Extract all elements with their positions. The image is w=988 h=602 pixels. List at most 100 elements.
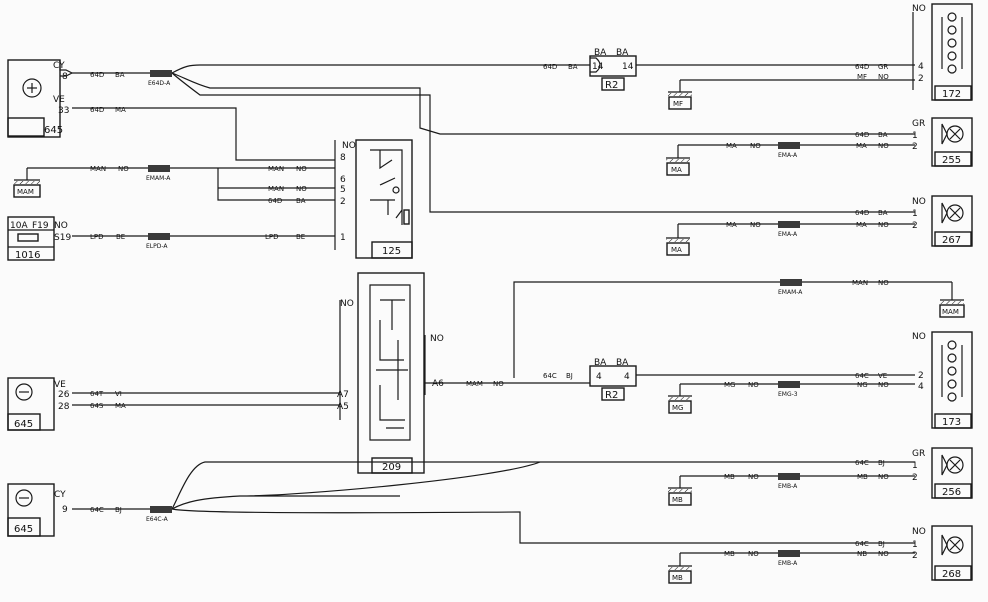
svg-text:MA: MA xyxy=(115,106,126,114)
svg-text:NO: NO xyxy=(878,73,889,81)
component-209: NO NO A7 A5 A6 209 xyxy=(337,272,444,474)
component-645-top: CY 8 VE 33 645 xyxy=(7,59,74,138)
svg-text:NO: NO xyxy=(748,550,759,558)
component-645-bottom: CY 9 645 xyxy=(7,483,68,537)
svg-text:MAM: MAM xyxy=(466,380,483,388)
svg-text:BA: BA xyxy=(594,358,607,368)
svg-text:64C: 64C xyxy=(90,506,104,514)
svg-text:BA: BA xyxy=(616,358,629,368)
svg-text:NO: NO xyxy=(748,381,759,389)
component-fuse-1016: 10A F19 NO S19 1016 xyxy=(7,216,71,261)
svg-text:MA: MA xyxy=(671,246,682,254)
connector-emb-a-2: EMB-A xyxy=(778,550,800,567)
svg-text:MA: MA xyxy=(671,166,682,174)
svg-text:1016: 1016 xyxy=(15,250,40,261)
component-172: NO 4 2 172 xyxy=(912,3,973,101)
svg-text:26: 26 xyxy=(58,390,70,400)
connector-emb-a-1: EMB-A xyxy=(778,473,800,490)
svg-text:64D: 64D xyxy=(855,131,869,139)
connector-r2-top: BA BA 14 14 R2 xyxy=(589,48,637,91)
svg-text:BA: BA xyxy=(568,63,578,71)
svg-text:NO: NO xyxy=(878,279,889,287)
svg-text:64D: 64D xyxy=(543,63,557,71)
svg-text:NO: NO xyxy=(340,299,354,309)
svg-text:MG: MG xyxy=(724,381,735,389)
svg-text:MB: MB xyxy=(724,550,735,558)
connector-elpd-a: ELPD-A xyxy=(146,233,170,250)
svg-text:MB: MB xyxy=(857,473,868,481)
svg-text:MB: MB xyxy=(672,496,683,504)
ground-mb-1: MB xyxy=(668,487,692,506)
svg-text:1: 1 xyxy=(340,233,346,243)
svg-text:172: 172 xyxy=(942,89,961,100)
svg-text:NO: NO xyxy=(296,185,307,193)
ground-mam-right: MAM xyxy=(939,299,965,318)
svg-text:BJ: BJ xyxy=(878,540,885,548)
svg-text:BA: BA xyxy=(878,209,888,217)
svg-text:256: 256 xyxy=(942,487,961,498)
svg-text:255: 255 xyxy=(942,155,961,166)
svg-text:A6: A6 xyxy=(432,379,444,389)
svg-text:MAN: MAN xyxy=(90,165,106,173)
svg-text:E64C-A: E64C-A xyxy=(146,516,169,523)
svg-text:EMB-A: EMB-A xyxy=(778,560,798,567)
svg-text:MAN: MAN xyxy=(852,279,868,287)
svg-text:268: 268 xyxy=(942,569,961,580)
component-645-mid: VE 26 28 645 xyxy=(7,377,70,431)
svg-text:R2: R2 xyxy=(605,390,618,401)
inline-connectors: E64D-A EMAM-A ELPD-A EMA-A EMA-A EMAM-A … xyxy=(146,70,803,567)
svg-text:F19: F19 xyxy=(32,221,49,231)
svg-text:645: 645 xyxy=(14,524,33,535)
svg-text:64S: 64S xyxy=(90,402,104,410)
svg-text:267: 267 xyxy=(942,235,961,246)
ground-mg: MG xyxy=(668,395,692,414)
component-255: GR 1 2 255 xyxy=(912,117,973,167)
svg-text:NO: NO xyxy=(430,334,444,344)
svg-text:NO: NO xyxy=(118,165,129,173)
svg-text:EMAM-A: EMAM-A xyxy=(146,175,171,182)
svg-text:MG: MG xyxy=(672,404,683,412)
svg-text:EMA-A: EMA-A xyxy=(778,231,798,238)
svg-text:5: 5 xyxy=(340,185,346,195)
svg-text:4: 4 xyxy=(918,382,924,392)
svg-text:645: 645 xyxy=(14,419,33,430)
svg-text:6: 6 xyxy=(340,175,346,185)
svg-text:NO: NO xyxy=(878,473,889,481)
connector-ema-a-1: EMA-A xyxy=(778,142,800,159)
ground-symbols: MAM MF MA MA MAM MG MB MB xyxy=(13,91,965,584)
svg-text:8: 8 xyxy=(62,72,68,82)
svg-text:NO: NO xyxy=(54,221,68,231)
svg-text:NB: NB xyxy=(857,550,867,558)
svg-text:2: 2 xyxy=(918,74,924,84)
svg-text:EMB-A: EMB-A xyxy=(778,483,798,490)
svg-text:1: 1 xyxy=(912,209,918,219)
svg-text:10A: 10A xyxy=(10,221,28,231)
svg-text:BA: BA xyxy=(115,71,125,79)
wire-labels: 64D BA 64D MA MAN NO LPD BE MAN NO MAN N… xyxy=(90,63,889,558)
svg-text:MB: MB xyxy=(724,473,735,481)
ground-mf: MF xyxy=(668,91,692,110)
svg-text:1: 1 xyxy=(912,540,918,550)
svg-text:NO: NO xyxy=(878,381,889,389)
svg-text:NO: NO xyxy=(878,221,889,229)
svg-text:CY: CY xyxy=(53,61,65,71)
svg-text:64C: 64C xyxy=(855,540,869,548)
svg-text:A5: A5 xyxy=(337,402,349,412)
svg-text:28: 28 xyxy=(58,402,70,412)
connector-ema-a-2: EMA-A xyxy=(778,221,800,238)
svg-text:NO: NO xyxy=(912,332,926,342)
svg-text:LPD: LPD xyxy=(265,233,279,241)
svg-text:NG: NG xyxy=(857,381,868,389)
svg-text:VI: VI xyxy=(115,390,122,398)
svg-text:NO: NO xyxy=(750,142,761,150)
svg-text:64C: 64C xyxy=(543,372,557,380)
component-125: NO 8 6 5 2 1 125 xyxy=(334,139,413,259)
wires xyxy=(26,12,953,566)
svg-text:LPD: LPD xyxy=(90,233,104,241)
svg-text:NO: NO xyxy=(912,527,926,537)
svg-text:BJ: BJ xyxy=(878,459,885,467)
svg-text:MA: MA xyxy=(856,142,867,150)
svg-text:MF: MF xyxy=(857,73,867,81)
svg-text:GR: GR xyxy=(912,119,925,129)
